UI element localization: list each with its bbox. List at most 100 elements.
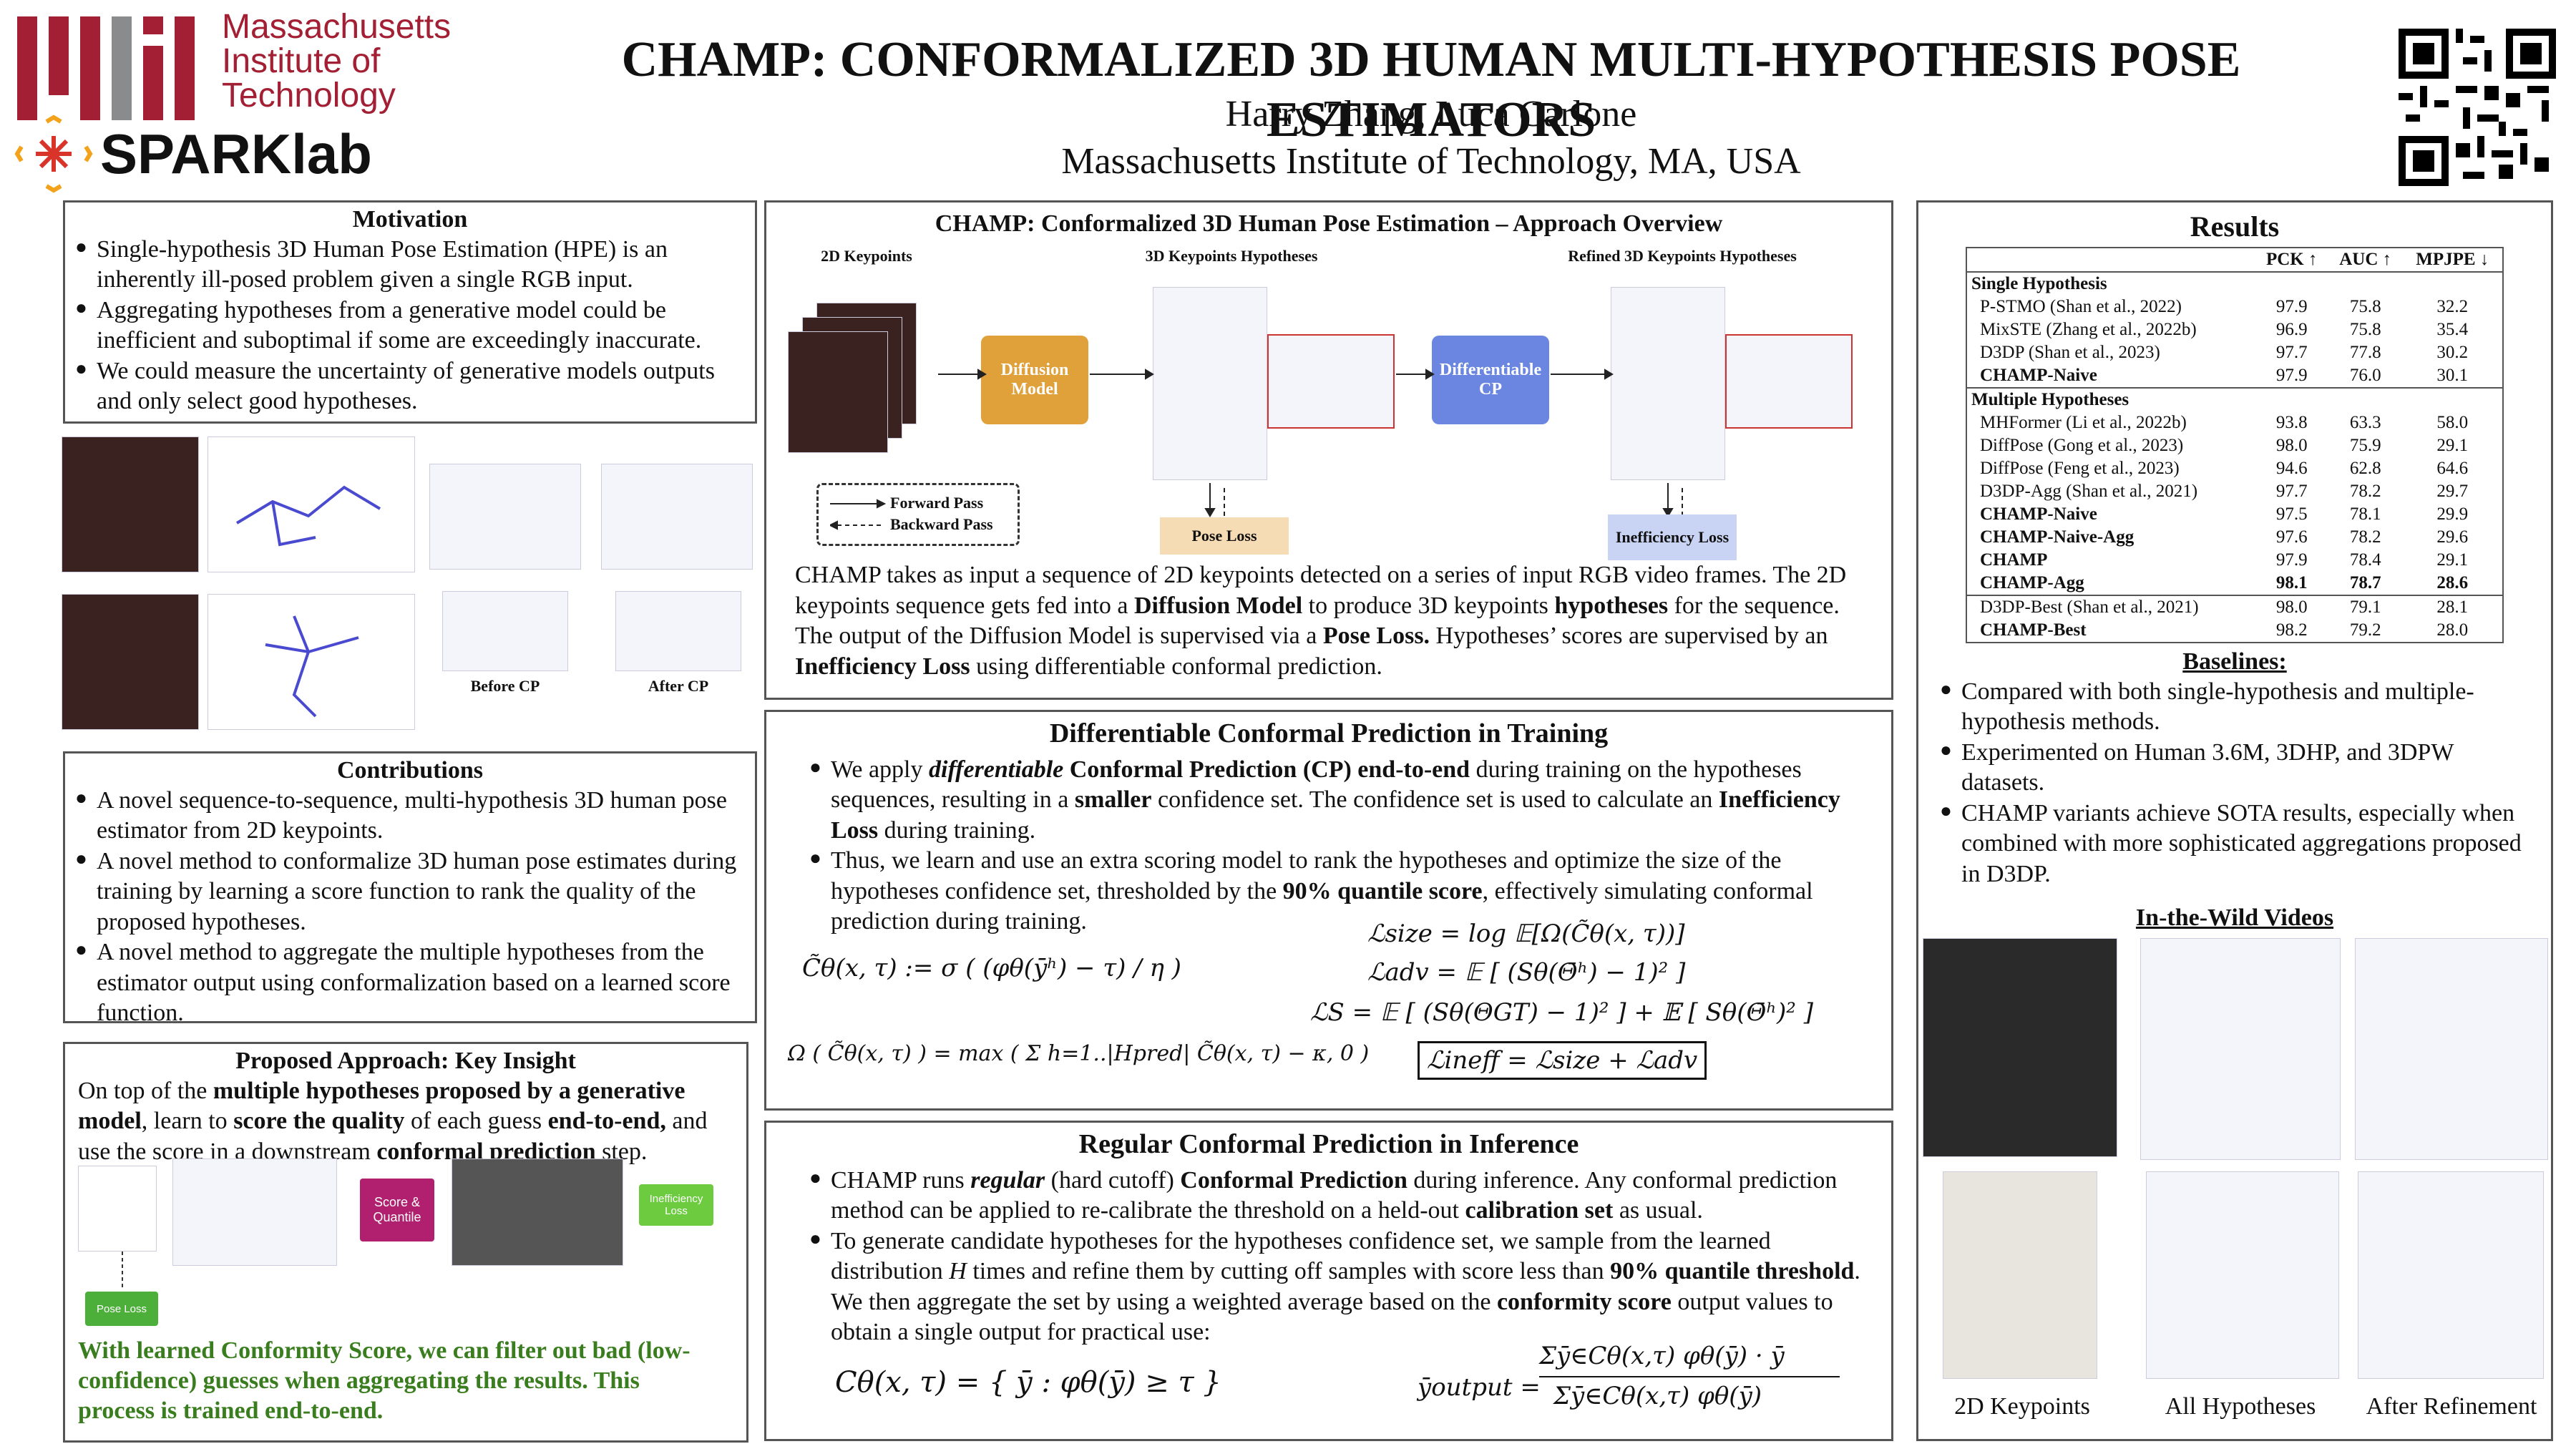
overview-desc-part: CHAMP takes as input a sequence of 2D ke… — [795, 562, 1847, 619]
rcp-text: To generate candidate hypotheses for the… — [831, 1227, 1771, 1285]
table-row: D3DP-Best (Shan et al., 2021) 98.0 79.1 28.… — [1967, 595, 2502, 619]
section-row: Single Hypothesis — [1967, 271, 2502, 296]
dcp-text-bold: Inefficiency Loss — [831, 786, 1840, 844]
rcp-text-bold: conformity score — [1496, 1288, 1672, 1315]
dcp-text: We apply — [831, 756, 929, 783]
before-cp-zoom — [442, 591, 568, 671]
wild-label-all: All Hypotheses — [2165, 1393, 2316, 1420]
insight-text-bold: multiple hypotheses proposed by a genera… — [78, 1077, 686, 1135]
cell: 62.8 — [2349, 459, 2381, 478]
contributions-panel: Contributions A novel sequence-to-sequen… — [63, 751, 757, 1026]
dcp-text-bold: smaller — [1074, 786, 1152, 814]
diffusion-model-box: Diffusion Model — [981, 336, 1088, 424]
cell: DiffPose (Gong et al., 2023) — [1980, 436, 2184, 455]
eq-ls: ℒS = 𝔼 [ (Sθ(ΘGT) − 1)² ] + 𝔼 [ Sθ(Θ̄ʰ)²… — [1310, 998, 1814, 1027]
cell: 78.2 — [2349, 482, 2381, 501]
dcp-text-bold: Conformal Prediction (CP) end-to-end — [1069, 756, 1470, 783]
key-insight-title: Proposed Approach: Key Insight — [235, 1048, 576, 1074]
cell: 97.6 — [2275, 527, 2308, 547]
cell: 97.7 — [2275, 343, 2308, 362]
qr-code-icon — [2399, 29, 2556, 186]
poster-title: CHAMP: CONFORMALIZED 3D HUMAN MULTI-HYPO… — [621, 32, 2241, 147]
cell: 98.0 — [2275, 436, 2308, 455]
eq-output-numerator: Σȳ∈Cθ(x,τ) φθ(ȳ) · ȳ — [1539, 1342, 1785, 1370]
cell: 75.8 — [2349, 297, 2381, 316]
after-cp-hypotheses — [601, 464, 753, 570]
mit-logo — [17, 13, 482, 125]
cell: CHAMP-Naive — [1980, 504, 2097, 524]
pose-loss-box: Pose Loss — [1160, 517, 1289, 555]
rcp-text-italic: H — [949, 1258, 967, 1285]
col-header — [1967, 248, 2255, 272]
affiliation: Massachusetts Institute of Technology, M… — [1061, 141, 1801, 182]
motivation-title: Motivation — [352, 206, 468, 233]
overview-desc-part: Hypotheses’ scores are supervised by an — [1430, 623, 1828, 649]
rcp-text: output values to obtain a single output … — [831, 1288, 1833, 1346]
overview-panel: CHAMP: Conformalized 3D Human Pose Estim… — [764, 200, 1893, 700]
motivation-video-frame-1 — [62, 436, 199, 572]
col-header: MPJPE ↓ — [2416, 250, 2489, 269]
cell: DiffPose (Feng et al., 2023) — [1980, 459, 2180, 478]
mit-logo-line-1: Massachusetts — [222, 8, 452, 46]
rcp-text-emph: regular — [970, 1166, 1045, 1194]
dcp-text: , effectively simulating conformal predi… — [831, 877, 1813, 935]
cell: 29.9 — [2436, 504, 2469, 524]
skeleton-plot-icon — [265, 615, 359, 718]
insight-text-part: , learn to — [141, 1108, 234, 1135]
cell: 32.2 — [2436, 297, 2469, 316]
overview-desc-part: for the sequence. The output of the Diff… — [795, 592, 1840, 650]
wild-label-2d: 2D Keypoints — [1954, 1393, 2090, 1420]
cell: 78.1 — [2349, 504, 2381, 524]
rcp-text: CHAMP runs — [831, 1166, 971, 1194]
overview-desc-bold: Diffusion Model — [1133, 592, 1303, 619]
baselines-title: Baselines: — [2182, 648, 2287, 675]
motivation-3d-plot-2 — [208, 594, 415, 730]
cell: 63.3 — [2349, 413, 2381, 432]
overview-label-2d: 2D Keypoints — [821, 247, 912, 265]
eq-ladv: ℒadv = 𝔼 [ (Sθ(Θ̄ʰ) − 1)² ] — [1367, 958, 1686, 987]
mit-logo-line-2: Institute of — [222, 42, 381, 80]
eq-lsize: ℒsize = log 𝔼[Ω(C̃θ(x, τ))] — [1367, 919, 1685, 948]
dcp-text: confidence set. The confidence set is us… — [1151, 786, 1719, 814]
cell: D3DP-Agg (Shan et al., 2021) — [1980, 482, 2198, 501]
motivation-bullet-1: Single-hypothesis 3D Human Pose Estimati… — [75, 235, 745, 296]
insight-text-part: On top of the — [78, 1077, 213, 1104]
insight-skeleton-plot — [78, 1166, 157, 1252]
section-row: Multiple Hypotheses — [1967, 387, 2502, 411]
cell: 28.1 — [2436, 597, 2469, 617]
insight-text-bold: end-to-end, — [547, 1108, 666, 1135]
dcp-text-emph: differentiable — [929, 756, 1064, 783]
pass-legend: Forward Pass Backward Pass — [816, 483, 1020, 546]
cell: 28.6 — [2436, 573, 2469, 592]
before-cp-label: Before CP — [470, 677, 540, 695]
dcp-panel: Differentiable Conformal Prediction in T… — [764, 710, 1893, 1111]
arrow-down-icon — [122, 1252, 123, 1287]
cell: 93.8 — [2275, 413, 2308, 432]
dcp-text — [1063, 756, 1070, 783]
wild-frame-1 — [1923, 938, 2117, 1157]
cell: 76.0 — [2349, 366, 2381, 385]
dcp-text-bold: 90% quantile score — [1282, 877, 1483, 904]
wild-all-hypotheses-2 — [2146, 1171, 2339, 1379]
mit-logo-bars-icon — [17, 16, 195, 125]
cell: 98.0 — [2275, 597, 2308, 617]
sparklab-logo: SPARKlab — [14, 114, 386, 193]
cell: 78.2 — [2349, 527, 2381, 547]
cell: 79.1 — [2349, 597, 2381, 617]
key-insight-text: On top of the multiple hypotheses propos… — [78, 1076, 733, 1168]
results-table-wrap: PCK ↑ AUC ↑ MPJPE ↓ Single Hypothesis P-… — [1966, 247, 2504, 643]
cell: 98.1 — [2275, 573, 2308, 592]
wild-refined-1 — [2355, 938, 2548, 1160]
eq-output-lhs: ȳoutput = — [1418, 1373, 1541, 1402]
cell: 94.6 — [2275, 459, 2308, 478]
cell: 29.1 — [2436, 550, 2469, 570]
cell: D3DP-Best (Shan et al., 2021) — [1980, 597, 2199, 617]
contributions-title: Contributions — [336, 757, 484, 784]
